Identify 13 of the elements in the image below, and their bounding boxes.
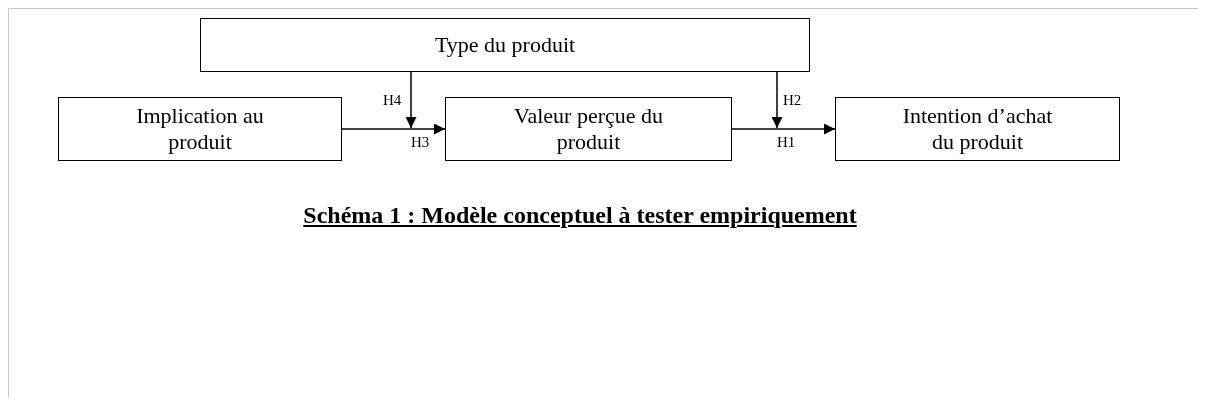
concept-box [835,97,1120,161]
box-label: Implication au produit [135,102,265,156]
concept-box [58,97,342,161]
arrow [731,123,836,135]
arrow [341,123,446,135]
box-label: Valeur perçue du produit [512,102,664,156]
arrow [771,71,783,129]
arrow [405,71,417,129]
concept-box [445,97,732,161]
box-label: Intention d’achat du produit [901,102,1054,156]
caption: Schéma 1 : Modèle conceptuel à tester empiriquement [303,202,857,228]
concept-box [200,18,810,72]
box-label: Type du produit [434,31,576,59]
